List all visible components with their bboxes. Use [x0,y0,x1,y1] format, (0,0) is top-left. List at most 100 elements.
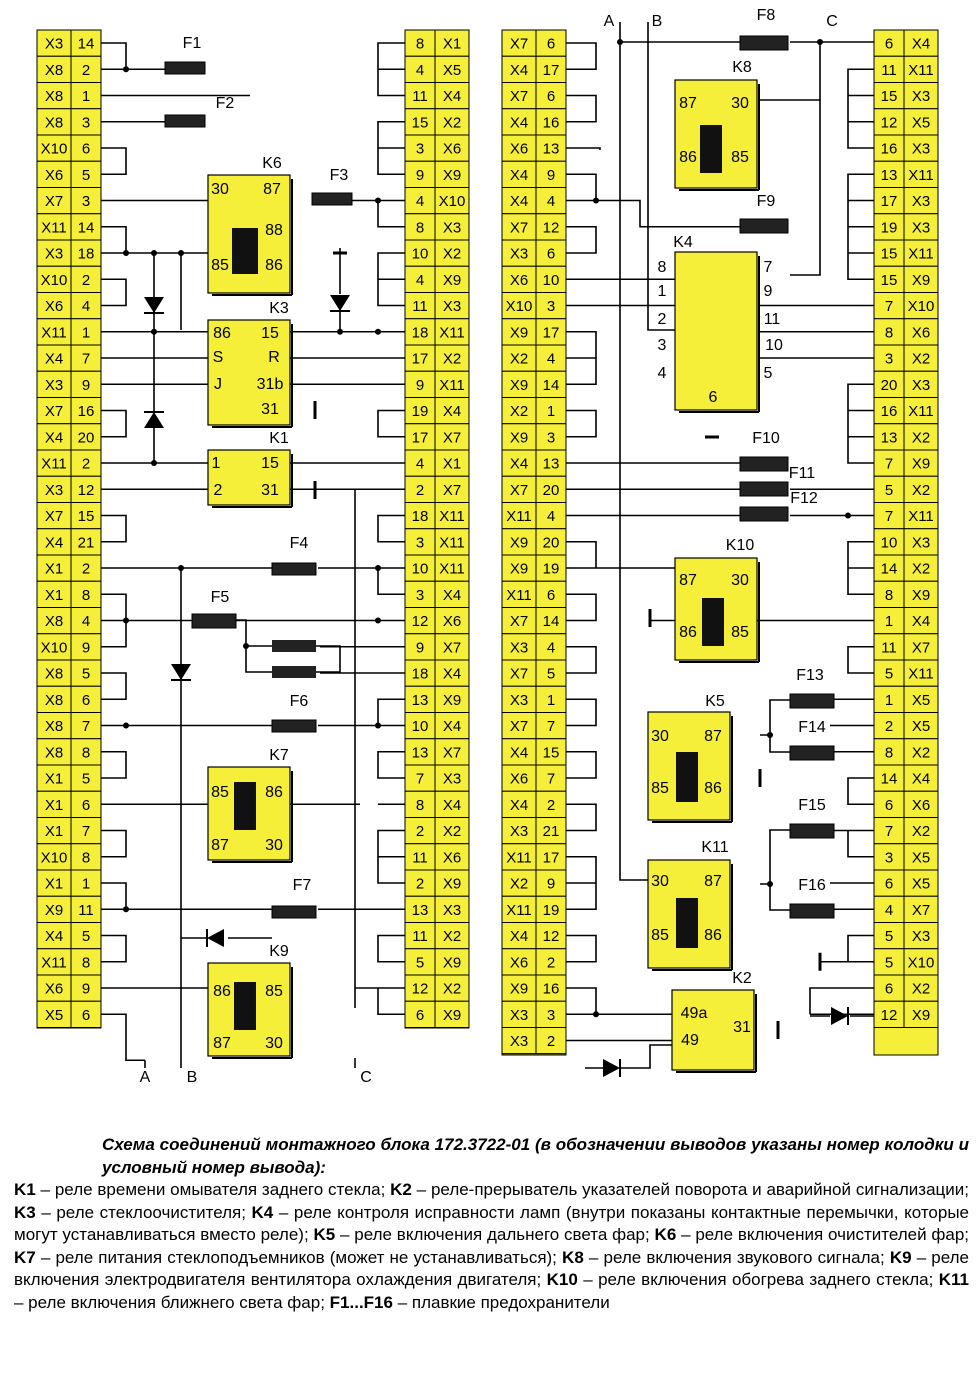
legend-key: K10 [546,1270,578,1289]
terminal-label: 6 [82,1007,90,1024]
terminal-label: X8 [45,744,63,761]
terminal-cell [873,948,905,976]
terminal-cell [535,528,567,556]
terminal-label: 2 [416,482,424,499]
terminal-cell [70,633,102,661]
terminal-label: X11 [506,849,532,866]
terminal-cell [404,344,436,372]
terminal-cell [70,160,102,188]
terminal-label: 5 [885,954,893,971]
terminal-cell [404,738,436,766]
junction-dot [593,197,599,204]
diode-symbol [330,295,350,311]
terminal-label: X4 [443,718,461,735]
terminal-cell [903,528,939,556]
relay-pin-label: 31 [261,482,279,499]
terminal-label: 6 [82,692,90,709]
terminal-label: X6 [443,141,461,158]
terminal-label: X4 [510,456,528,473]
relay-pin-label: 87 [263,181,281,198]
fuse-body [739,506,789,522]
wire [760,699,790,736]
terminal-label: X1 [45,876,63,893]
terminal-cell [70,895,102,923]
terminal-label: 1 [82,876,90,893]
terminal-label: 9 [82,981,90,998]
relay-pin-label: 87 [211,837,229,854]
terminal-label: 8 [885,324,893,341]
terminal-cell [903,1000,939,1028]
terminal-label: X3 [45,482,63,499]
terminal-cell [535,554,567,582]
legend-key: K6 [654,1225,677,1244]
relay-pin-label: 7 [764,259,773,276]
terminal-cell [434,659,470,687]
junction-dot [123,617,129,624]
relay-pin-label: 85 [731,149,749,166]
terminal-label: 9 [547,167,555,184]
fuse-f3: F3 [311,167,353,206]
terminal-label: X11 [506,587,532,604]
fuse-label: F12 [790,490,818,507]
terminal-cell [70,580,102,608]
fuse-label: F8 [757,7,776,24]
terminal-label: X4 [45,928,63,945]
relay-pin-label: 4 [658,365,667,382]
relay-pin-label: 88 [265,222,283,239]
terminal-cell [404,685,436,713]
terminal-label: X11 [908,508,934,525]
terminal-cell [434,817,470,845]
terminal-label: X6 [510,771,528,788]
terminal-cell [434,397,470,425]
terminal-cell [404,869,436,897]
relay-label: K9 [269,943,289,960]
terminal-cell [873,554,905,582]
relay-pin-label: 30 [731,572,749,589]
fuse-label: F10 [752,430,780,447]
terminal-label: X7 [510,666,528,683]
terminal-cell [501,580,537,608]
terminal-label: 8 [82,954,90,971]
terminal-cell [434,712,470,740]
terminal-label: 11 [412,849,428,866]
terminal-cell [903,790,939,818]
fuse-body [739,481,789,497]
terminal-label: 4 [82,613,90,630]
terminal-cell [70,29,102,57]
terminal-label: 2 [82,272,90,289]
wire [245,646,272,673]
fuse-label: F16 [798,877,826,894]
terminal-cell [873,790,905,818]
fuse-label: F3 [330,167,349,184]
terminal-label: 4 [547,639,555,656]
junction-dot [123,906,129,913]
wire [566,750,597,779]
terminal-label: X11 [41,456,67,473]
junction-dot [123,722,129,729]
terminal-cell [903,922,939,950]
terminal-label: 7 [885,456,893,473]
terminal-label: 20 [78,429,95,446]
relay-pin-label: 85 [651,780,669,797]
diode-icon [206,929,224,947]
relay-pin-label: 6 [709,389,718,406]
junction-dot [375,565,381,571]
terminal-label: X4 [510,744,528,761]
fuse-label: F9 [757,193,776,210]
